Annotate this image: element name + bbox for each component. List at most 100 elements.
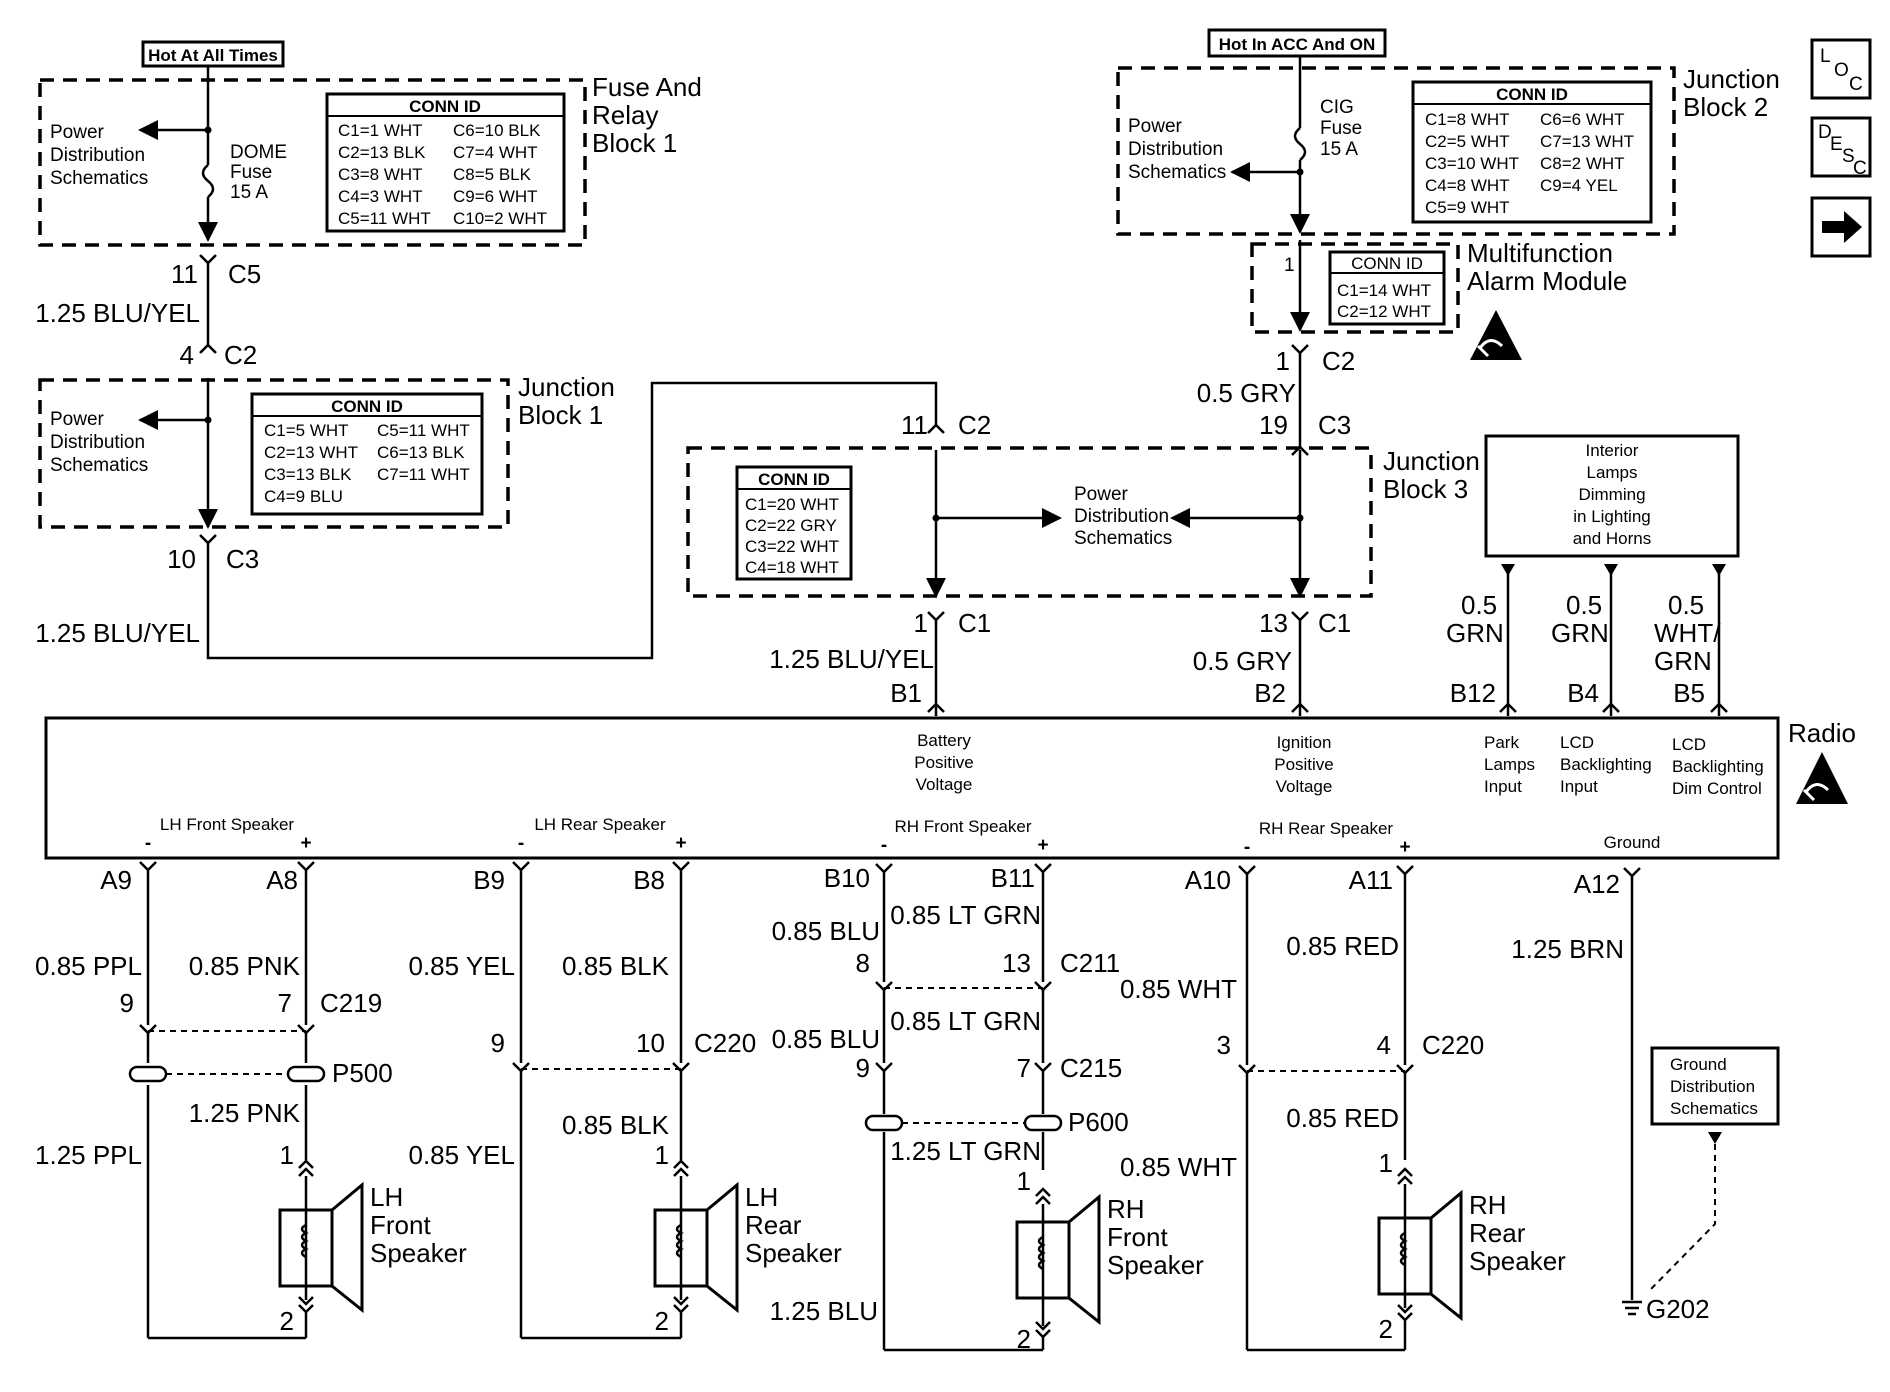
loc-icon[interactable]: L O C	[1810, 38, 1872, 100]
connector-jb3-c2	[927, 423, 945, 434]
radio-outline	[44, 716, 1780, 860]
pin-label: 13	[1002, 948, 1031, 978]
minus-sign: -	[518, 833, 524, 854]
pin-label: B11	[991, 863, 1035, 893]
next-arrow-frame	[1810, 196, 1872, 258]
wire-color-label: 0.5	[1566, 590, 1602, 620]
terminal	[673, 1159, 689, 1177]
pin-label: 1	[280, 1140, 294, 1170]
conn-cell: C1=8 WHT	[1425, 110, 1510, 129]
connector-label: C3	[1318, 410, 1351, 440]
pin-label: 9	[491, 1028, 505, 1058]
next-arrow-icon[interactable]	[1810, 196, 1872, 258]
loc-letter: O	[1834, 60, 1849, 81]
wire-color-label: GRN	[1446, 618, 1504, 648]
rh-front-speaker-label: RH Front Speaker	[895, 817, 1032, 836]
splice-pack	[1023, 1114, 1063, 1132]
jb2-title-1: Junction	[1683, 64, 1780, 94]
esd-icon	[1796, 752, 1848, 804]
wire-color-label: 1.25 PPL	[35, 1140, 142, 1170]
jb3-title-2: Block 3	[1383, 474, 1468, 504]
conn-cell: C5=9 WHT	[1425, 198, 1510, 217]
terminal	[297, 861, 315, 872]
speaker-label-2: Rear	[745, 1210, 802, 1240]
pin-label: B4	[1567, 678, 1599, 708]
conn-cell: C2=12 WHT	[1337, 302, 1431, 321]
minus-sign: -	[1244, 837, 1250, 858]
wire-b1: 1 C1 1.25 BLU/YEL B1	[769, 608, 991, 716]
conn-cell: C9=4 YEL	[1540, 176, 1618, 195]
speaker-label-2: Rear	[1469, 1218, 1526, 1248]
lcd-dim-label-3: Dim Control	[1672, 779, 1762, 798]
pds-label-3: Schematics	[1128, 162, 1226, 183]
wire-color-label: 1.25 BLU/YEL	[35, 298, 200, 328]
junction-block-1: Junction Block 1 Power Distribution Sche…	[38, 372, 615, 529]
conn-cell: C2=13 BLK	[338, 143, 426, 162]
wire-color-label: GRN	[1654, 646, 1712, 676]
interior-lamps-outline	[1484, 434, 1740, 558]
dome-fuse-label-1: DOME	[230, 142, 287, 163]
conn-id-title-jb2: CONN ID	[1496, 85, 1568, 104]
pin-label: 11	[171, 259, 198, 289]
pin-label: 2	[1379, 1314, 1393, 1344]
battery-label-3: Voltage	[916, 775, 973, 794]
pin-label: 2	[1017, 1324, 1031, 1354]
minus-sign: -	[881, 835, 887, 856]
conn-cell: C7=11 WHT	[377, 465, 470, 484]
gds-label-3: Schematics	[1670, 1099, 1758, 1118]
pin-label: 1	[1017, 1166, 1031, 1196]
wire-b2: 13 C1 0.5 GRY B2	[1193, 608, 1351, 716]
hot-acc-on-label: Hot In ACC And ON	[1219, 35, 1375, 54]
speaker-label-1: LH	[745, 1182, 778, 1212]
lcd-input-label-3: Input	[1560, 777, 1598, 796]
speaker-label-3: Speaker	[745, 1238, 842, 1268]
terminal	[1397, 1167, 1413, 1185]
pin-label: 8	[856, 948, 870, 978]
conn-cell: C7=13 WHT	[1540, 132, 1634, 151]
pin-label: 1	[1379, 1148, 1393, 1178]
radio: Radio Battery Positive Voltage Ignition …	[44, 716, 1856, 860]
terminal	[1604, 564, 1618, 576]
pds-label-2: Distribution	[1074, 506, 1169, 527]
pin-label: 7	[1017, 1053, 1031, 1083]
pin-label: 1	[655, 1140, 669, 1170]
conn-cell: C6=13 BLK	[377, 443, 465, 462]
connector-label: C5	[228, 259, 261, 289]
speaker-label-3: Speaker	[370, 1238, 467, 1268]
wire-color-label: 0.85 LT GRN	[890, 1006, 1041, 1036]
conn-cell: C6=6 WHT	[1540, 110, 1625, 129]
connector-label: C2	[1322, 346, 1355, 376]
wire-segment	[206, 381, 938, 660]
speaker-icon	[1377, 1189, 1463, 1322]
interior-lamps-label-4: in Lighting	[1573, 507, 1651, 526]
pin-label: 9	[120, 988, 134, 1018]
cig-fuse-label-2: Fuse	[1320, 118, 1362, 139]
pin-label: 11	[901, 410, 928, 440]
terminal	[875, 863, 893, 874]
splice-dot	[204, 126, 212, 134]
terminal	[1034, 863, 1052, 874]
battery-label-2: Positive	[914, 753, 974, 772]
loc-letter: C	[1849, 74, 1863, 95]
pin-label: A9	[100, 865, 132, 895]
splice-pack	[864, 1114, 904, 1132]
ground-circuit: A12 1.25 BRN G202 Ground Distribution Sc…	[1511, 867, 1780, 1324]
connector-label: C219	[320, 988, 382, 1018]
pds-label-1: Power	[50, 409, 105, 430]
wire-color-label: 0.5 GRY	[1193, 646, 1292, 676]
terminal	[672, 861, 690, 872]
lh-front-circuit: A9 A8 0.85 PPL 0.85 PNK 9 7 C219 P500 1.…	[35, 861, 467, 1340]
wire-color-label: GRN	[1551, 618, 1609, 648]
speaker-label-2: Front	[370, 1210, 431, 1240]
splice-pack	[286, 1065, 326, 1083]
junction-block-2-outline	[1116, 66, 1676, 236]
terminal	[1291, 702, 1309, 713]
desc-icon[interactable]: D E S C	[1810, 116, 1872, 179]
conn-cell: C3=10 WHT	[1425, 154, 1519, 173]
lcd-input-label-1: LCD	[1560, 733, 1594, 752]
junction-block-3: Junction Block 3 CONN ID C1=20 WHT C2=22…	[686, 446, 1480, 598]
terminal	[1396, 865, 1414, 876]
conn-cell: C4=18 WHT	[745, 558, 839, 577]
plus-sign: +	[675, 833, 686, 854]
